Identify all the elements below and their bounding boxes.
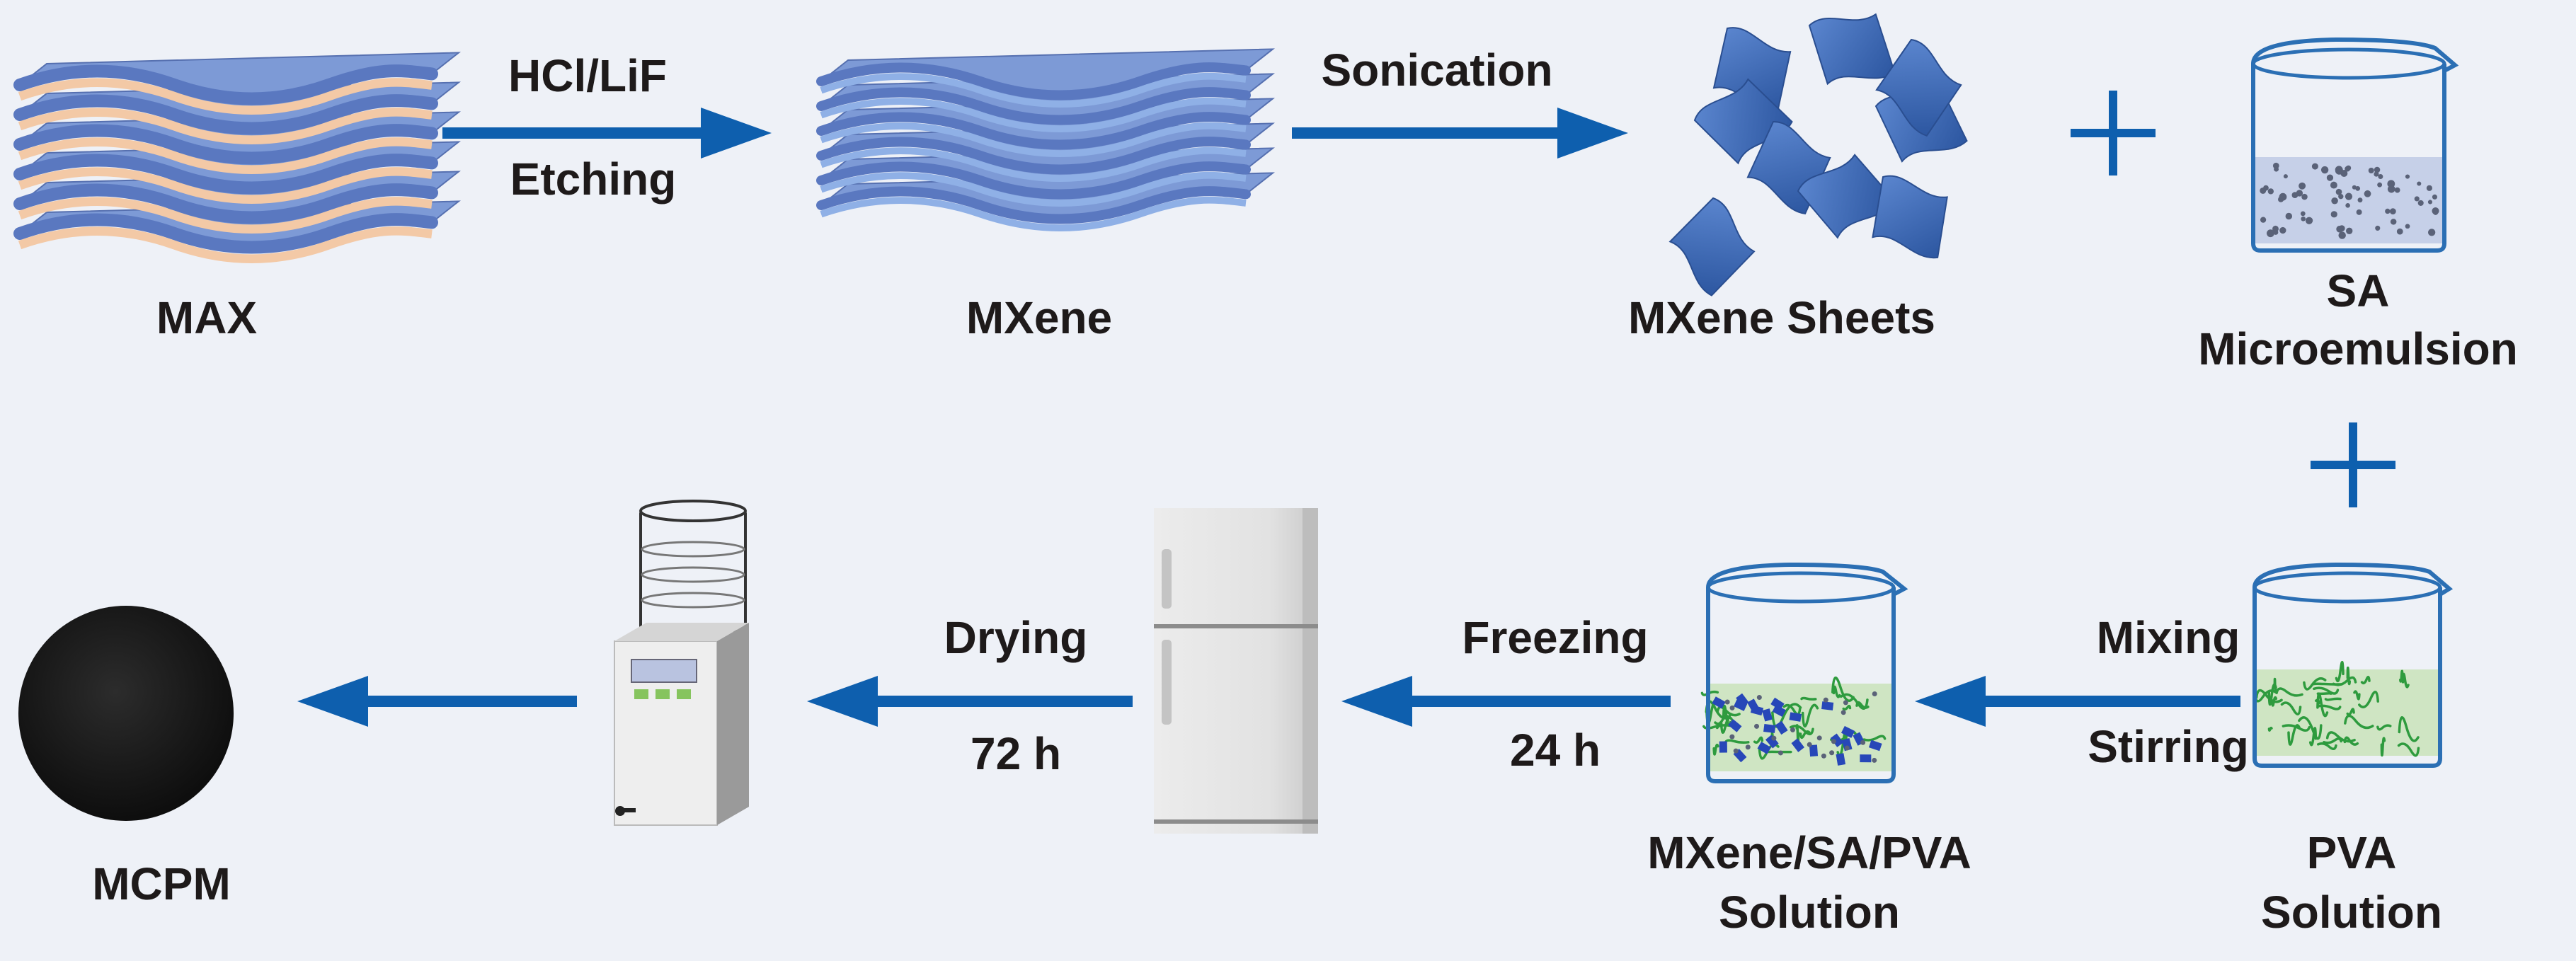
sonication-label: Sonication bbox=[1321, 45, 1553, 96]
freezing-time-label: 24 h bbox=[1509, 725, 1601, 776]
sonication-arrow bbox=[1292, 108, 1628, 159]
refrigerator-icon bbox=[1154, 508, 1318, 834]
drying-arrow bbox=[807, 676, 1133, 727]
microemulsion-label: Microemulsion bbox=[2198, 323, 2518, 374]
mxene-sheet bbox=[1808, 13, 1896, 86]
freezing-arrow bbox=[1341, 676, 1671, 727]
final-arrow bbox=[297, 676, 577, 727]
mxene-sheet bbox=[1872, 175, 1948, 259]
drying-label: Drying bbox=[944, 612, 1088, 663]
mcpm-sample bbox=[18, 606, 234, 821]
pva-solution-beaker bbox=[2252, 562, 2454, 768]
etching-arrow bbox=[442, 108, 772, 159]
etch-reagent-label: HCl/LiF bbox=[508, 50, 667, 101]
mxene-sheets-illustration bbox=[1668, 13, 1968, 297]
mxene-sa-pva-beaker bbox=[1700, 562, 1908, 783]
mxene-label: MXene bbox=[966, 292, 1113, 343]
mxene-sheets-label: MXene Sheets bbox=[1628, 292, 1935, 343]
mcpm-label: MCPM bbox=[92, 858, 231, 909]
pva-label: PVA bbox=[2306, 827, 2397, 878]
mxene-sheet bbox=[1693, 78, 1793, 165]
mixing-label: Mixing bbox=[2096, 612, 2240, 663]
max-layered-block bbox=[13, 52, 461, 263]
pva-solution-label: Solution bbox=[2261, 887, 2442, 938]
mix-label: MXene/SA/PVA bbox=[1647, 827, 1971, 878]
mix-solution-label: Solution bbox=[1719, 887, 1900, 938]
mixing-arrow bbox=[1915, 676, 2240, 727]
plus-icon bbox=[2311, 422, 2395, 507]
freeze-dryer-icon bbox=[614, 500, 749, 826]
sa-microemulsion-beaker bbox=[2251, 37, 2459, 253]
etching-label: Etching bbox=[510, 154, 677, 205]
stirring-label: Stirring bbox=[2088, 721, 2249, 772]
mxene-sheet bbox=[1875, 38, 1962, 137]
mxene-layered-block bbox=[816, 48, 1275, 231]
freezing-label: Freezing bbox=[1462, 612, 1649, 663]
sa-label: SA bbox=[2326, 265, 2390, 316]
max-label: MAX bbox=[156, 292, 258, 343]
drying-time-label: 72 h bbox=[970, 728, 1062, 779]
plus-icon bbox=[2071, 91, 2156, 175]
mxene-sheet bbox=[1668, 197, 1756, 297]
